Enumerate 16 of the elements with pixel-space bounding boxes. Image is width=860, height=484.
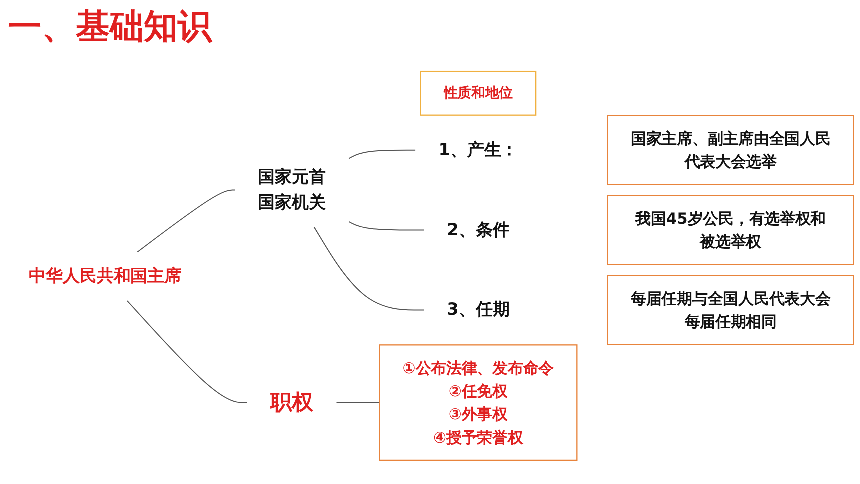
title: 一、基础知识 xyxy=(8,6,212,49)
node-text: 3、任期 xyxy=(447,300,510,320)
node-text: 中华人民共和国主席 xyxy=(29,266,182,286)
node-box: 每届任期与全国人民代表大会每届任期相同 xyxy=(607,275,854,346)
connector xyxy=(314,226,425,311)
node-box: 我国45岁公民，有选举权和被选举权 xyxy=(607,195,854,266)
node-text: 2、条件 xyxy=(447,220,510,240)
connector xyxy=(136,190,236,253)
node-text: 国家元首 国家机关 xyxy=(258,168,326,213)
connector xyxy=(348,221,425,231)
connector xyxy=(126,300,248,404)
node-box: 国家主席、副主席由全国人民代表大会选举 xyxy=(607,115,854,186)
connector xyxy=(348,150,416,160)
connector xyxy=(336,402,380,404)
node-text: 1、产生： xyxy=(438,140,518,160)
node-box: ①公布法律、发布命令 ②任免权 ③外事权 ④授予荣誉权 xyxy=(379,344,578,462)
